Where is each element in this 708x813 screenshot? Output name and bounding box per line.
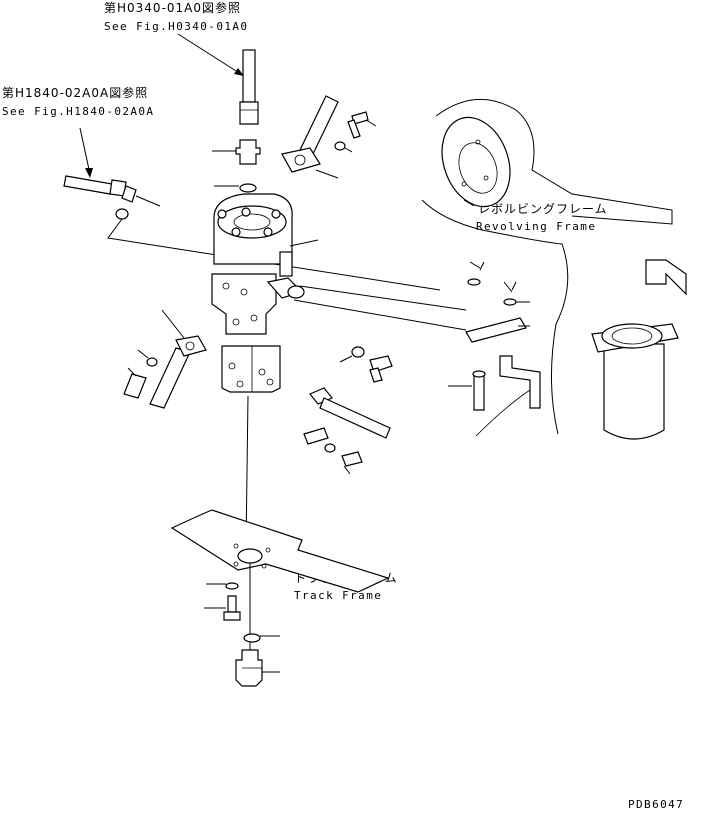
- right-bracket: [645, 259, 687, 296]
- stopper-plate: [293, 285, 530, 343]
- track-frame-plate: [170, 509, 390, 650]
- washer-lower: [206, 582, 239, 590]
- top-hose: [177, 33, 259, 125]
- swivel-bottom-fitting: [235, 649, 280, 687]
- revolving-frame-outline: [421, 98, 673, 435]
- washer-right-mid: [503, 281, 530, 306]
- swivel-joint-upper: [213, 193, 319, 277]
- reference-left-jp: 第H1840-02A0A図参照: [2, 85, 148, 100]
- swivel-joint-mid: [211, 273, 305, 335]
- stopper-bracket: [475, 355, 541, 437]
- upper-right-hose: [281, 95, 377, 179]
- right-lower-hose: [303, 346, 393, 475]
- stopper-pin: [448, 370, 486, 411]
- revolving-frame-label-jp: レボルビングフレーム: [478, 202, 608, 216]
- right-tank: [591, 323, 679, 440]
- track-frame-label-en: Track Frame: [294, 589, 382, 602]
- hose-adapter-top: [212, 139, 261, 165]
- reference-left-en: See Fig.H1840-02A0A: [2, 105, 154, 118]
- o-ring-lower: [243, 633, 280, 643]
- revolving-frame-label-en: Revolving Frame: [476, 220, 596, 233]
- bolt-lower: [204, 595, 241, 621]
- left-hose: [63, 127, 441, 291]
- washer-right-upper: [467, 261, 485, 286]
- o-ring-top: [214, 183, 257, 193]
- reference-top-en: See Fig.H0340-01A0: [104, 20, 248, 33]
- drawing-code: PDB6047: [628, 798, 684, 811]
- left-lower-hose: [123, 309, 207, 409]
- reference-top-jp: 第H0340-01A0図参照: [104, 0, 241, 15]
